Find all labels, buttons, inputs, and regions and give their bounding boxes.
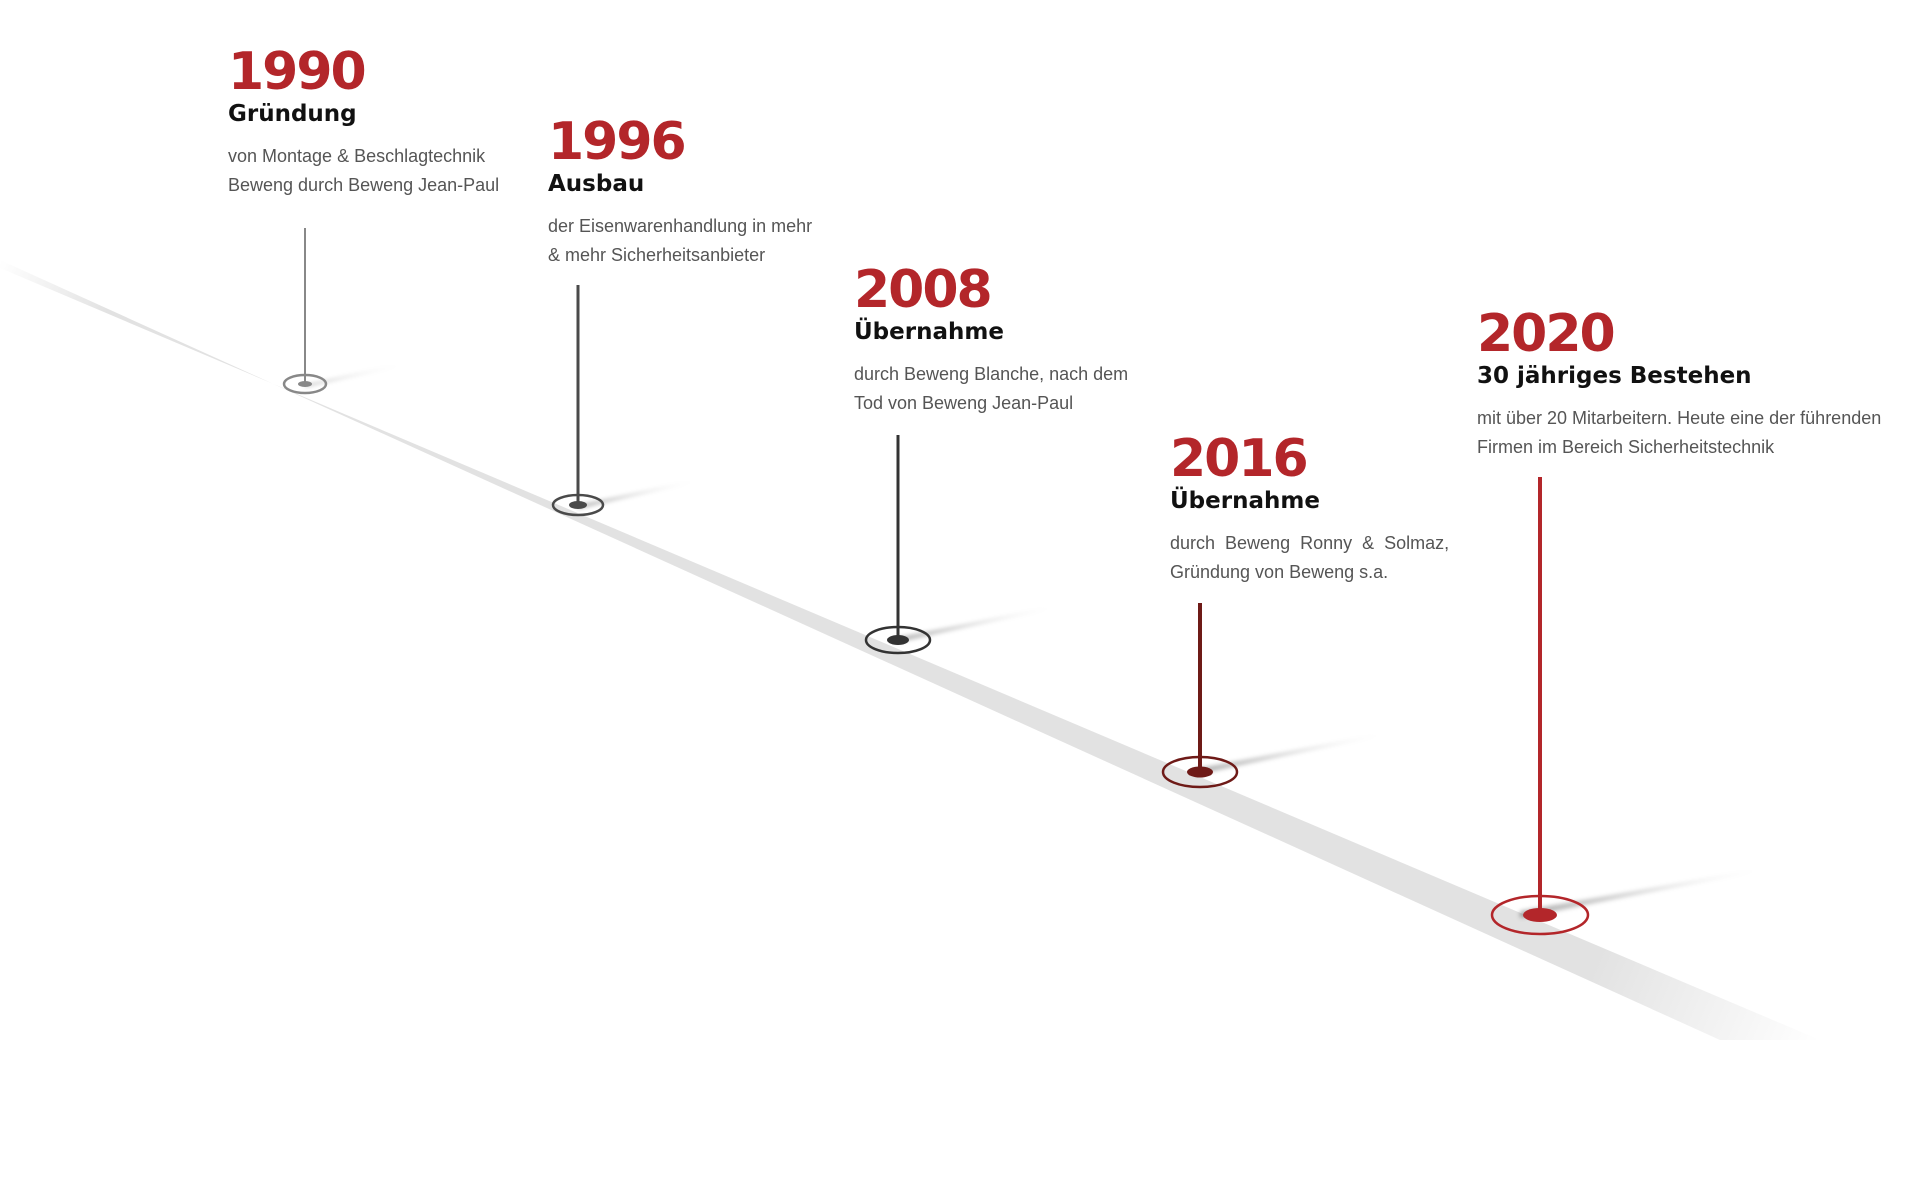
milestone-year: 1990 [228,42,367,102]
pin-2008 [864,435,932,655]
pin-1990 [282,228,328,395]
pin-shadow-1996 [578,480,700,509]
milestone-description-line: Tod von Beweng Jean-Paul [854,393,1074,413]
milestone-description-line: Beweng durch Beweng Jean-Paul [228,175,500,195]
pin-shadow-2016 [1195,733,1390,775]
milestone-year: 2016 [1170,429,1309,489]
milestone-2020: 2020 30 jähriges Bestehen mit über 20 Mi… [1477,306,1881,462]
milestone-title: Übernahme [1170,488,1320,514]
pin-ring-1990 [282,373,328,395]
pin-dot-1990 [298,381,312,387]
milestone-description-line: Firmen im Bereich Sicherheitstechnik [1477,437,1775,457]
pin-dot-1996 [569,501,587,509]
pin-ring-2008 [864,625,932,655]
milestone-year: 2020 [1477,304,1616,364]
milestone-1990: 1990 Gründung von Montage & Beschlagtech… [228,44,499,200]
milestone-description: mit über 20 Mitarbeitern. Heute eine der… [1477,404,1881,462]
pin-shadow-2008 [895,606,1060,643]
pin-ring-1996 [551,493,605,517]
milestone-year: 1996 [548,112,687,172]
milestone-description-line: durch Beweng Ronny & Solmaz, [1170,533,1450,553]
milestone-1996: 1996 Ausbau der Eisenwarenhandlung in me… [548,114,812,270]
milestone-title: Gründung [228,101,357,127]
milestone-description-line: von Montage & Beschlagtechnik [228,146,486,166]
milestone-description-line: & mehr Sicherheitsanbieter [548,245,766,265]
pin-ring-2016 [1161,755,1239,789]
milestone-description-line: durch Beweng Blanche, nach dem [854,364,1129,384]
milestone-description-line: mit über 20 Mitarbeitern. Heute eine der… [1477,408,1882,428]
pin-shadow-2020 [1520,868,1770,918]
milestone-title: Übernahme [854,319,1004,345]
pin-dot-2020 [1523,908,1557,922]
milestone-description-line: der Eisenwarenhandlung in mehr [548,216,813,236]
pin-2020 [1490,477,1590,936]
milestone-description: durch Beweng Blanche, nach dem Tod von B… [854,360,1128,418]
pin-ring-2020 [1490,894,1590,936]
milestone-description: von Montage & Beschlagtechnik Beweng dur… [228,142,499,200]
milestone-year: 2008 [854,260,993,320]
pin-2016 [1161,603,1239,789]
milestone-title: Ausbau [548,171,645,197]
milestone-description: durch Beweng Ronny & Solmaz, Gründung vo… [1170,529,1449,587]
pin-dot-2016 [1187,766,1213,778]
milestone-description-line: Gründung von Beweng s.a. [1170,562,1389,582]
pin-1996 [551,285,605,517]
pin-shadow-1990 [305,363,410,387]
pin-dot-2008 [887,635,909,645]
milestone-2016: 2016 Übernahme durch Beweng Ronny & Solm… [1170,431,1449,587]
milestone-2008: 2008 Übernahme durch Beweng Blanche, nac… [854,262,1128,418]
milestone-title: 30 jähriges Bestehen [1477,363,1752,389]
milestone-description: der Eisenwarenhandlung in mehr & mehr Si… [548,212,812,270]
